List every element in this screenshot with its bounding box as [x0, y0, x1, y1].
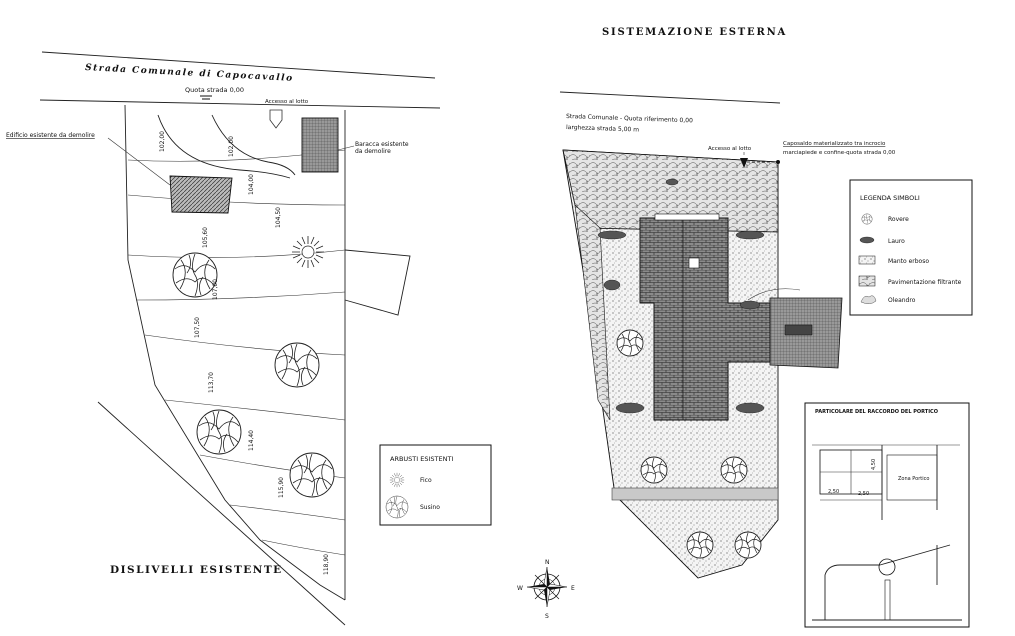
fig-tree-icon	[172, 252, 218, 298]
oak-icon	[686, 531, 714, 559]
legend-item-paving: Pavimentazione filtrante	[888, 279, 962, 286]
legend-item-fig: Fico	[420, 477, 432, 484]
elevation-label: 107,00	[212, 279, 219, 300]
elevation-label: 102,00	[159, 131, 166, 152]
oak-icon	[720, 456, 748, 484]
laurel-icon	[859, 236, 875, 244]
right-access-label: Accesso al lotto	[708, 146, 752, 152]
legend-item-plum: Susino	[420, 504, 440, 511]
plum-tree-icon	[289, 452, 335, 498]
plum-tree-icon	[385, 495, 409, 519]
oak-icon	[616, 329, 644, 357]
elevation-label: 104,00	[248, 174, 255, 195]
oleander-icon	[860, 295, 877, 304]
building-roof	[639, 217, 771, 421]
lawn-icon	[858, 255, 876, 265]
marker-label-1: Caposaldo materializzato tra incrocio	[783, 141, 886, 147]
elevation-label: 115,90	[278, 477, 285, 498]
left-site-plan: Strada Comunale di Capocavallo Quota str…	[6, 51, 492, 626]
shrubs-legend: ARBUSTI ESISTENTI Fico Susino	[379, 444, 492, 526]
shrub-icon	[291, 235, 325, 269]
barrack-shape	[301, 117, 339, 173]
road-description-1: Strada Comunale - Quota riferimento 0,00	[566, 113, 693, 124]
detail-zone-label: Zona Portico	[898, 476, 929, 482]
paving-icon	[858, 275, 876, 287]
detail-dim: 2,50	[828, 489, 839, 495]
existing-building-label: Edificio esistente da demolire	[6, 132, 95, 139]
oak-icon	[861, 213, 873, 225]
detail-title: PARTICOLARE DEL RACCORDO DEL PORTICO	[815, 409, 938, 415]
elevation-label: 102,00	[228, 136, 235, 157]
fig-tree-icon	[274, 342, 320, 388]
laurel-hedge	[597, 178, 765, 414]
right-site-plan: SISTEMAZIONE ESTERNA Strada Comunale - Q…	[517, 27, 973, 628]
elevation-label: 104,50	[275, 207, 282, 228]
compass-rose-icon: N S E W	[517, 559, 575, 620]
plum-tree-icon	[196, 409, 242, 455]
legend-item-laurel: Lauro	[888, 238, 905, 245]
oak-icon	[734, 531, 762, 559]
existing-building-shape	[169, 175, 233, 214]
symbols-legend: LEGENDA SIMBOLI Rovere Lauro Manto erbos…	[849, 179, 973, 316]
detail-dim: 2,50	[858, 491, 869, 497]
path-band	[611, 487, 779, 501]
legend-item-lawn: Manto erboso	[888, 258, 929, 265]
compass-east: E	[571, 585, 575, 592]
barrack-label-1: Baracca esistente	[355, 141, 409, 148]
access-label: Accesso al lotto	[265, 99, 309, 105]
compass-south: S	[545, 613, 549, 620]
compass-north: N	[545, 559, 550, 566]
elevation-label: 114,40	[248, 430, 255, 451]
portico-detail: PARTICOLARE DEL RACCORDO DEL PORTICO 2,5…	[804, 402, 970, 628]
right-title: SISTEMAZIONE ESTERNA	[602, 27, 787, 38]
elevation-label: 107,50	[194, 317, 201, 338]
barrack-label-2: da demolire	[355, 148, 391, 155]
legend-item-oak: Rovere	[888, 216, 909, 223]
oak-icon	[640, 456, 668, 484]
road-description-2: larghezza strada 5,00 m	[566, 124, 639, 134]
legend-item-oleander: Oleandro	[888, 297, 916, 304]
shrubs-legend-title: ARBUSTI ESISTENTI	[390, 455, 453, 463]
marker-label-2: marciapiede e confine-quota strada 0,00	[783, 150, 896, 156]
elevation-label: 105,60	[202, 227, 209, 248]
compass-west: W	[517, 585, 523, 592]
symbols-legend-title: LEGENDA SIMBOLI	[860, 194, 920, 202]
elevation-label: 118,90	[323, 554, 330, 575]
access-arrow-icon	[269, 109, 283, 129]
road-elevation: Quota strada 0,00	[185, 86, 244, 94]
elevation-label: 113,70	[208, 372, 215, 393]
left-title: DISLIVELLI ESISTENTE	[110, 564, 283, 576]
detail-dim: 4,50	[871, 459, 877, 470]
